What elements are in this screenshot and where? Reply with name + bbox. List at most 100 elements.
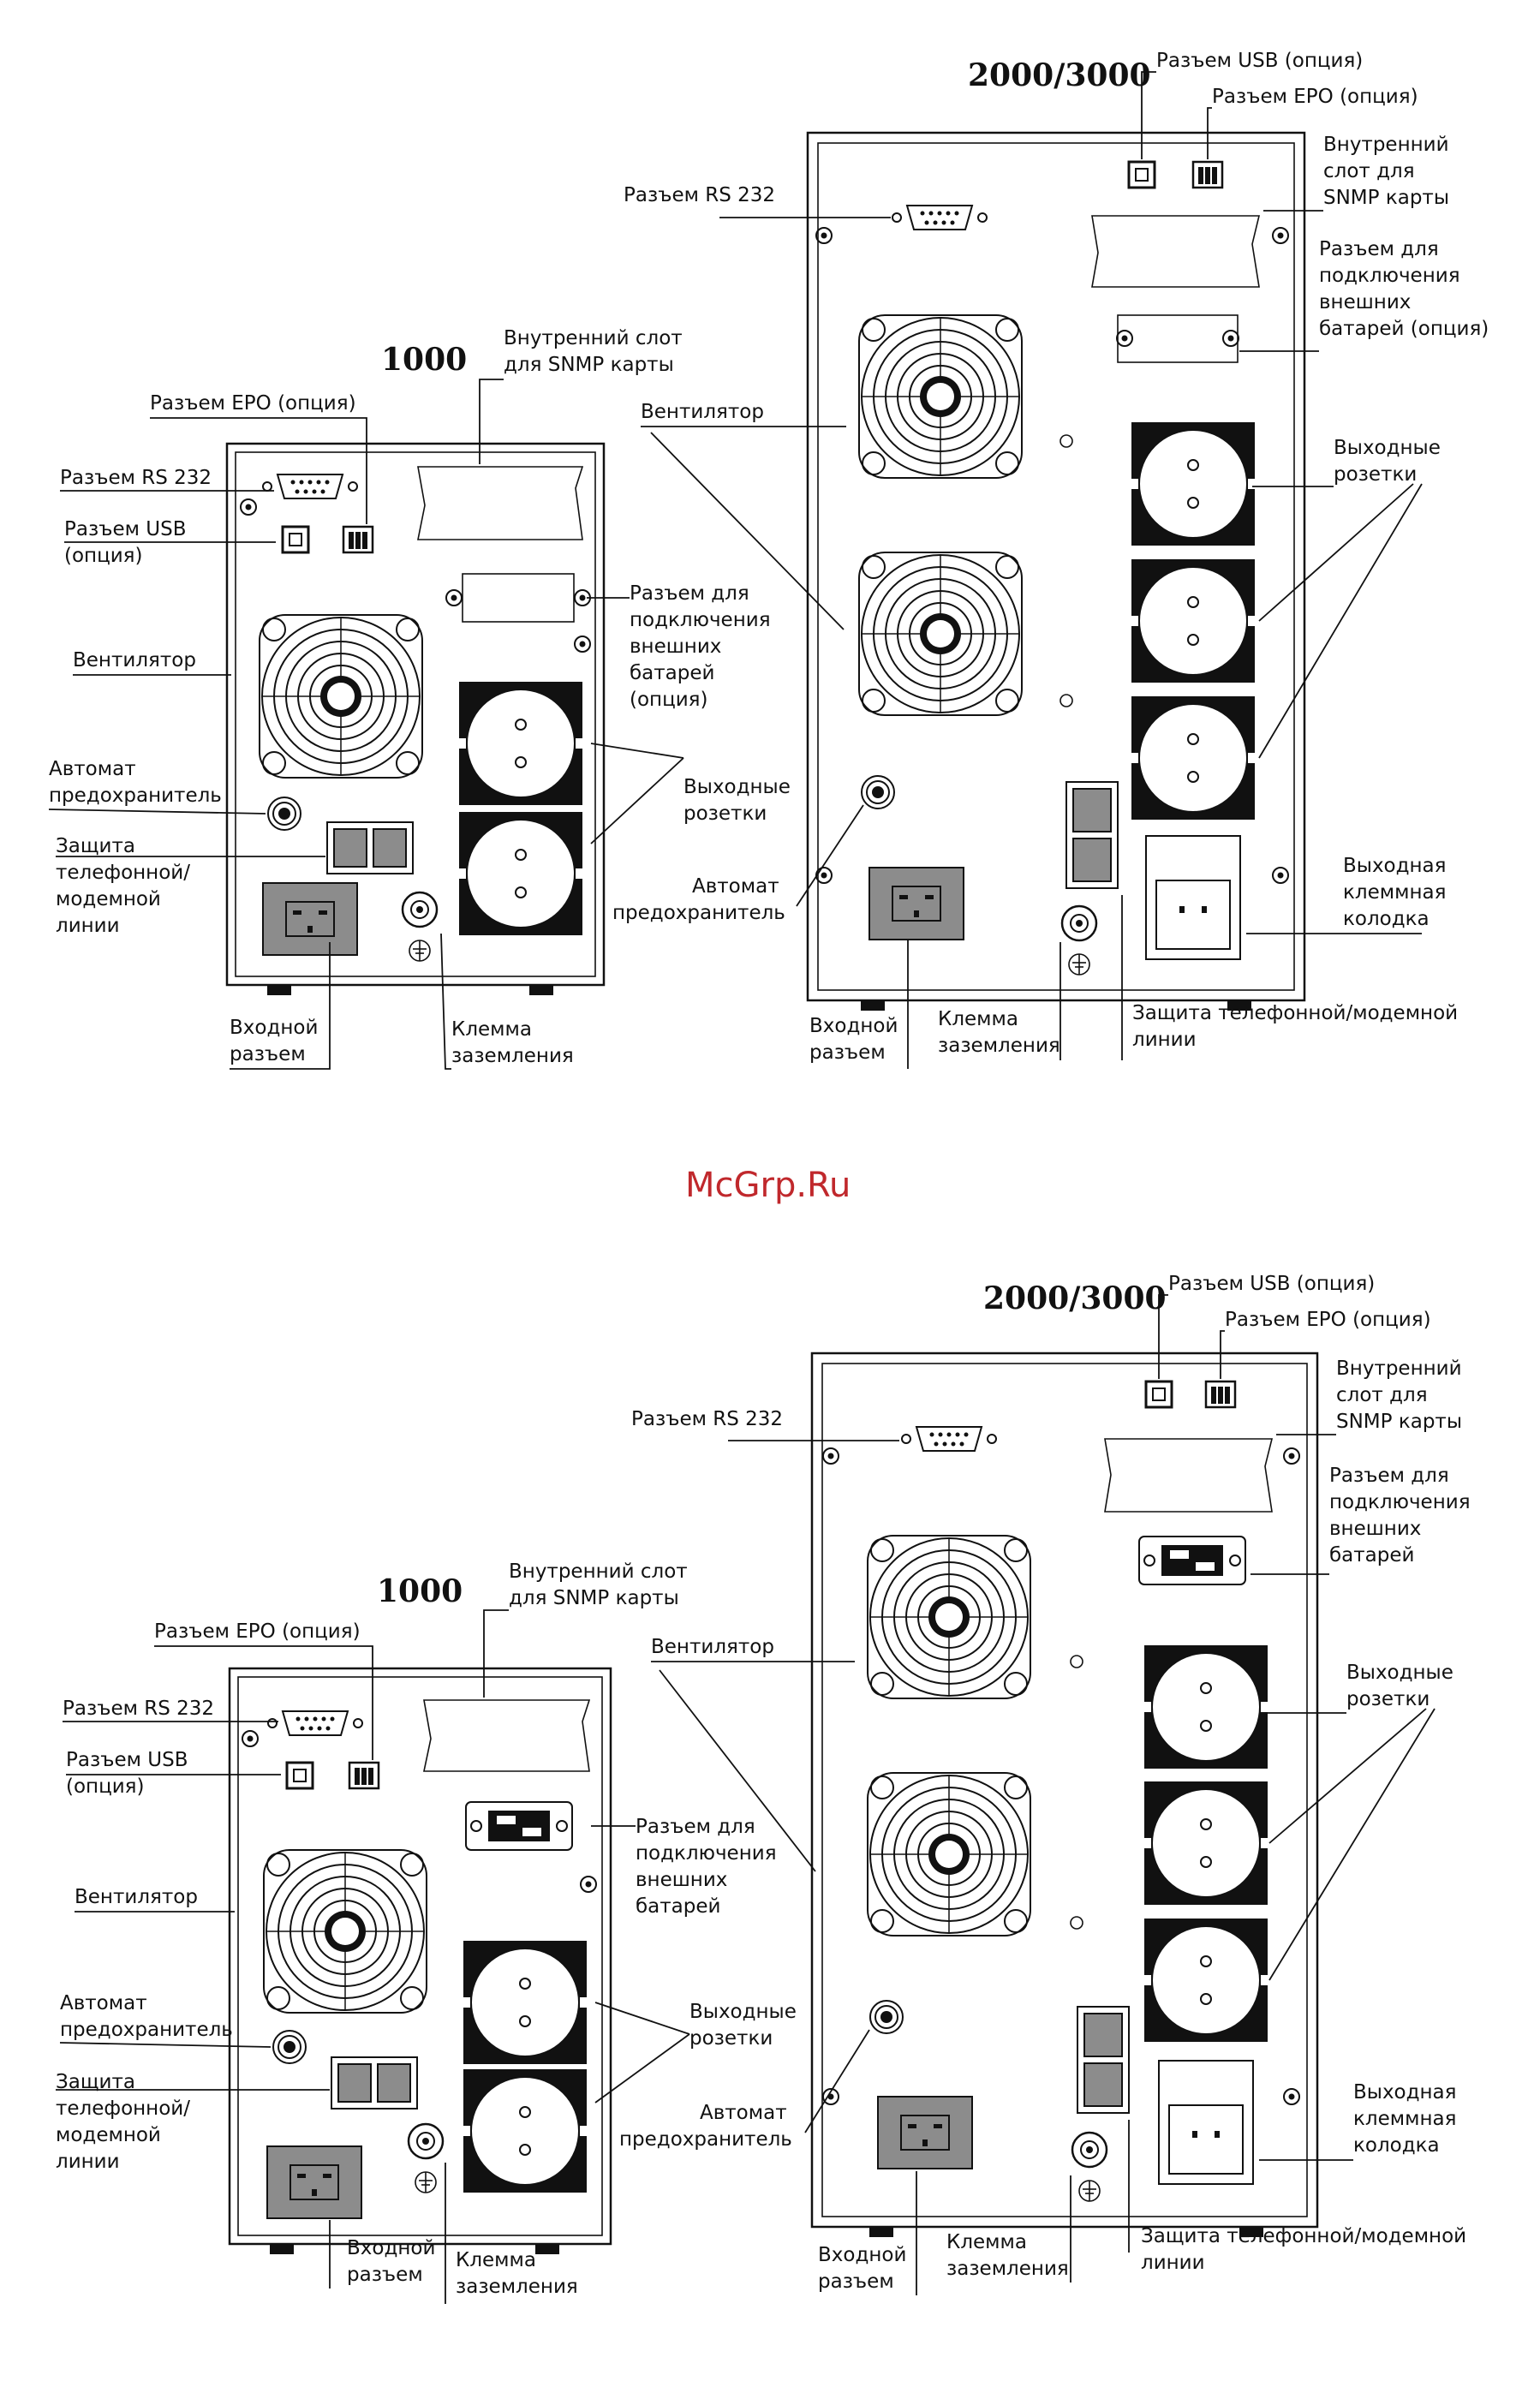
- ground-label-1: Клемма: [451, 1018, 532, 1041]
- usb-label-1: Разъем USB: [64, 518, 186, 540]
- ground-label-b-1: Клемма: [456, 2249, 536, 2271]
- circuit-breaker-large: [861, 775, 895, 809]
- fan-1-b-large: [867, 1535, 1031, 1699]
- ups-1000-top: 1000 Разъем EPO (опция) Разъем RS 232 Ра…: [48, 327, 791, 1070]
- epo-port-large: [1191, 160, 1224, 189]
- model-2000-title: 2000/3000: [968, 57, 1151, 93]
- epo-port-b-large: [1204, 1380, 1237, 1409]
- ground-label-b-2: заземления: [456, 2276, 578, 2298]
- output-socket-2: [458, 811, 583, 936]
- input-socket-b-large: [877, 2096, 973, 2169]
- usb-label-b-2: (опция): [66, 1775, 145, 1798]
- rs232-port-b-large: [901, 1426, 997, 1452]
- input-label-b-large-2: разъем: [818, 2271, 894, 2293]
- snmp-label-1: Внутренний слот: [504, 327, 683, 349]
- breaker-label-large-2: предохранитель: [612, 902, 785, 924]
- fan-1-large: [858, 314, 1023, 479]
- battery-label-3: внешних: [630, 636, 721, 658]
- breaker-label-1: Автомат: [49, 758, 136, 780]
- phone-label-4: линии: [56, 915, 120, 937]
- outlets-label-b-2: розетки: [689, 2027, 773, 2050]
- battery-label-b-2: подключения: [636, 1842, 777, 1865]
- outlets-label-2: розетки: [683, 803, 767, 825]
- ground-label-large-1: Клемма: [938, 1008, 1018, 1030]
- rs232-label: Разъем RS 232: [60, 467, 212, 489]
- battery-label-b-large-4: батарей: [1329, 1544, 1414, 1566]
- fan-label-b: Вентилятор: [75, 1886, 198, 1908]
- battery-label-large-1: Разъем для: [1319, 238, 1439, 260]
- fan-b: [263, 1849, 427, 2014]
- rs232-label-b: Разъем RS 232: [63, 1698, 214, 1720]
- phone-label-2: телефонной/: [56, 862, 190, 884]
- outlets-label-1: Выходные: [683, 776, 791, 798]
- input-label-1: Входной: [230, 1017, 318, 1039]
- battery-label-b-large-2: подключения: [1329, 1491, 1471, 1513]
- battery-connector: [462, 573, 575, 623]
- phone-label-3: модемной: [56, 888, 161, 910]
- output-socket-2-b: [463, 2068, 588, 2193]
- outlets-label-b-large-2: розетки: [1346, 1688, 1430, 1710]
- snmp-label-b-2: для SNMP карты: [509, 1587, 679, 1609]
- battery-connector-b-large: [1138, 1536, 1246, 1585]
- snmp-label-b-1: Внутренний слот: [509, 1561, 688, 1583]
- battery-label-large-2: подключения: [1319, 265, 1460, 287]
- output-socket-2-b-large: [1143, 1781, 1268, 1906]
- snmp-slot-b-large: [1104, 1438, 1274, 1513]
- modem-protection-b: [331, 2056, 418, 2110]
- fan: [259, 614, 423, 779]
- watermark: McGrp.Ru: [685, 1166, 851, 1205]
- ground-terminal: [401, 891, 439, 963]
- input-label-large-1: Входной: [809, 1015, 898, 1037]
- battery-label-b-3: внешних: [636, 1869, 727, 1891]
- output-socket-1: [458, 681, 583, 806]
- battery-label-large-3: внешних: [1319, 291, 1411, 313]
- input-socket: [262, 882, 358, 956]
- terminal-label-3: колодка: [1343, 908, 1430, 930]
- usb-port: [281, 525, 310, 554]
- ground-label-large-2: заземления: [938, 1035, 1060, 1057]
- output-socket-1-b: [463, 1940, 588, 2065]
- snmp-slot-large: [1091, 215, 1261, 288]
- rs232-port-large: [892, 205, 988, 230]
- output-terminal-block: [1145, 835, 1241, 960]
- fan-label-b-large: Вентилятор: [651, 1636, 774, 1658]
- phone-label-b-4: линии: [56, 2151, 120, 2173]
- ground-terminal-b-large: [1071, 2131, 1108, 2203]
- fan-2-b-large: [867, 1772, 1031, 1936]
- breaker-label-large-1: Автомат: [692, 875, 779, 898]
- phone-label-large-1: Защита телефонной/модемной: [1132, 1002, 1458, 1024]
- terminal-label-b-1: Выходная: [1353, 2081, 1457, 2104]
- modem-protection-large: [1065, 781, 1119, 889]
- input-socket-large: [868, 867, 964, 940]
- battery-label-b-large-3: внешних: [1329, 1518, 1421, 1540]
- ups-2000-3000-bottom: 2000/3000 Разъем USB (опция) Разъем EPO …: [619, 1273, 1471, 2295]
- battery-label-large-4: батарей (опция): [1319, 318, 1489, 340]
- circuit-breaker: [267, 797, 301, 831]
- model-1000-title: 1000: [381, 342, 467, 378]
- snmp-label-2: для SNMP карты: [504, 354, 674, 376]
- model-1000-title-b: 1000: [377, 1573, 463, 1609]
- input-label-b-1: Входной: [347, 2237, 435, 2259]
- terminal-label-b-2: клеммная: [1353, 2108, 1456, 2130]
- rs232-port: [262, 474, 358, 499]
- battery-label-1: Разъем для: [630, 582, 749, 605]
- rs232-label-b-large: Разъем RS 232: [631, 1408, 783, 1430]
- input-label-b-2: разъем: [347, 2264, 423, 2286]
- snmp-label-b-large-2: слот для: [1336, 1384, 1428, 1406]
- usb-label-b-1: Разъем USB: [66, 1749, 188, 1771]
- battery-label-5: (опция): [630, 689, 708, 711]
- phone-label-large-2: линии: [1132, 1029, 1197, 1051]
- outlets-label-b-large-1: Выходные: [1346, 1662, 1453, 1684]
- circuit-breaker-b: [272, 2030, 307, 2064]
- phone-label-b-3: модемной: [56, 2124, 161, 2146]
- snmp-slot-b: [423, 1699, 591, 1772]
- epo-port-b: [348, 1761, 380, 1790]
- terminal-label-2: клеммная: [1343, 881, 1446, 904]
- input-label-2: разъем: [230, 1043, 306, 1065]
- battery-connector-b: [465, 1801, 573, 1851]
- input-label-b-large-1: Входной: [818, 2244, 906, 2266]
- usb-port-b-large: [1144, 1380, 1173, 1409]
- snmp-label-large-2: слот для: [1323, 160, 1415, 182]
- ups-2000-3000-top: 2000/3000 Разъем USB (опция) Разъем EPO …: [612, 50, 1489, 1069]
